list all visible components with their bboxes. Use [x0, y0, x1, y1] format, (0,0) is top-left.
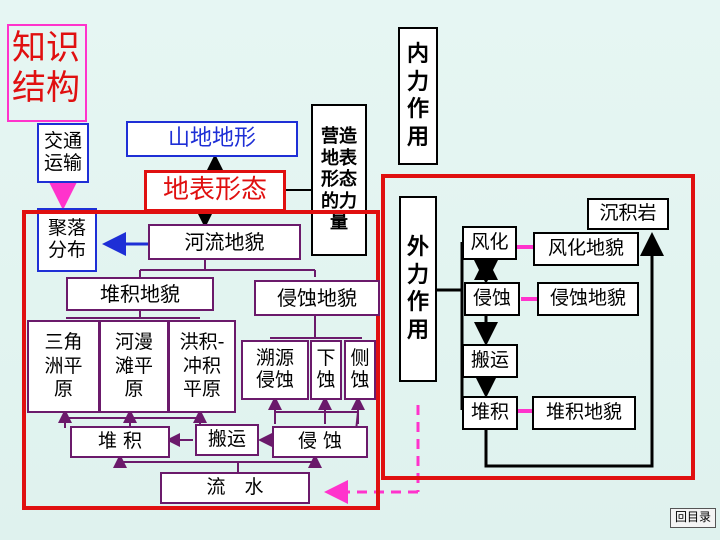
- node-ceshi: 侧 蚀: [344, 340, 376, 400]
- node-fenghua: 风化: [462, 226, 517, 260]
- node-dibiao-xingtai: 地表形态: [144, 170, 286, 212]
- node-duiji-dimao-right: 堆积地貌: [532, 396, 636, 430]
- node-juluo-fenbu: 聚落 分布: [37, 208, 97, 272]
- node-heliu-dimao: 河流地貌: [148, 224, 301, 260]
- node-yingzao-liliang: 营造 地表 形态 的力 量: [311, 104, 367, 256]
- node-qinshi-right: 侵蚀: [464, 282, 520, 316]
- node-waili-zuoyong: 外 力 作 用: [399, 196, 437, 382]
- node-hongji-pingyuan: 洪积- 冲积 平原: [168, 320, 236, 413]
- node-neili-zuoyong: 内 力 作 用: [398, 27, 438, 165]
- node-heman-pingyuan: 河漫 滩平 原: [99, 320, 169, 413]
- node-duiji: 堆 积: [70, 426, 170, 458]
- node-qinshi-dimao: 侵蚀地貌: [254, 280, 380, 316]
- node-duiji-right: 堆积: [462, 396, 518, 430]
- node-suyuan-qinshi: 溯源 侵蚀: [241, 340, 309, 400]
- node-duiji-dimao: 堆积地貌: [66, 277, 214, 311]
- node-qinshi-dimao-right: 侵蚀地貌: [537, 282, 639, 316]
- back-to-contents-button[interactable]: 回目录: [670, 508, 716, 528]
- frame-exogenic: [381, 174, 695, 480]
- node-xiashi: 下 蚀: [310, 340, 342, 400]
- node-banyun-right: 搬运: [462, 344, 518, 378]
- node-fenghua-dimao: 风化地貌: [533, 232, 639, 266]
- node-shandi-dixing: 山地地形: [126, 121, 298, 157]
- node-liushui: 流 水: [160, 472, 310, 504]
- frame-river-landforms: [22, 210, 380, 510]
- page-title: 知识 结构: [7, 24, 87, 122]
- node-qinshi: 侵 蚀: [272, 426, 368, 458]
- node-sanjiaozhou-pingyuan: 三角 洲平 原: [27, 320, 100, 413]
- node-jiaotong-yunshu: 交通 运输: [37, 123, 89, 183]
- node-chenjiyan: 沉积岩: [587, 198, 669, 230]
- node-banyun: 搬运: [195, 424, 259, 456]
